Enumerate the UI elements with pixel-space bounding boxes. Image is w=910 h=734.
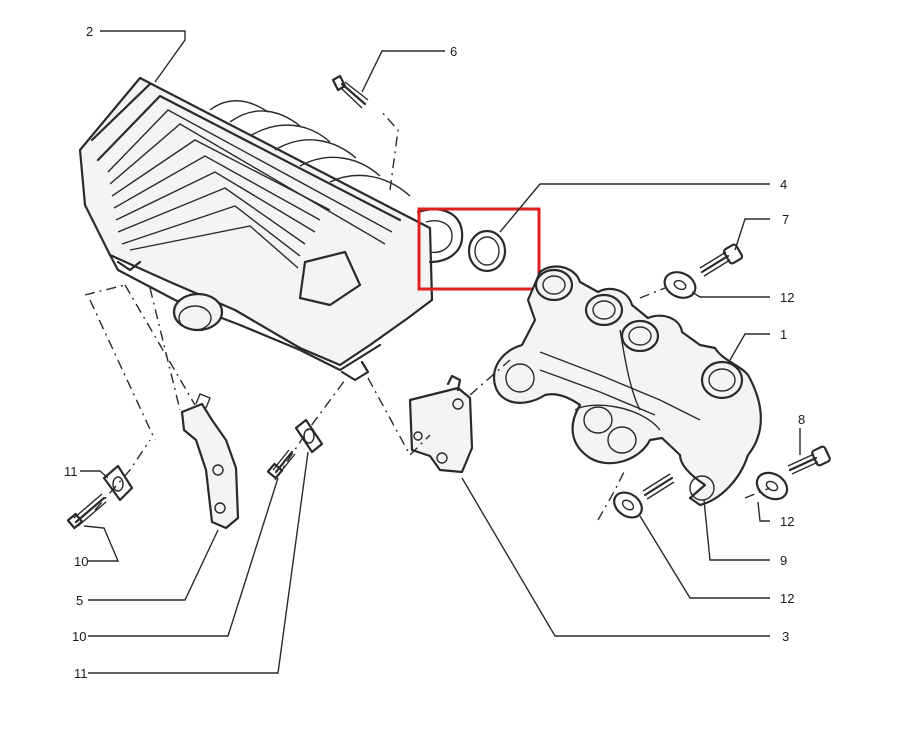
support-bracket-part-5 bbox=[180, 393, 240, 530]
bolt-part-6 bbox=[331, 74, 369, 109]
callout-10-left: 10 bbox=[74, 554, 88, 569]
bolt-bracket-lower bbox=[642, 473, 675, 500]
callout-4: 4 bbox=[780, 177, 787, 192]
washer-part-12-top bbox=[663, 271, 697, 299]
bracket-plate-part-3 bbox=[408, 374, 474, 474]
highlight-box bbox=[417, 207, 541, 291]
bolt-part-8 bbox=[787, 445, 831, 475]
callout-5: 5 bbox=[76, 593, 83, 608]
callout-11-left: 11 bbox=[64, 464, 78, 479]
washer-part-12-bottom bbox=[613, 491, 643, 519]
bolt-part-7 bbox=[699, 243, 744, 277]
assembly-axes bbox=[84, 109, 771, 521]
washer-part-11-lower bbox=[294, 418, 324, 454]
callout-6: 6 bbox=[450, 44, 457, 59]
callout-8: 8 bbox=[798, 412, 805, 427]
callout-7: 7 bbox=[782, 212, 789, 227]
callout-9: 9 bbox=[780, 553, 787, 568]
callout-12-right: 12 bbox=[780, 514, 794, 529]
callout-3: 3 bbox=[782, 629, 789, 644]
callout-11-lower: 11 bbox=[74, 666, 88, 681]
intake-plenum bbox=[78, 76, 464, 382]
gasket-ring-part-4 bbox=[467, 229, 507, 273]
bolt-part-10-left bbox=[66, 493, 107, 530]
callout-12-top: 12 bbox=[780, 290, 794, 305]
washer-part-12-right bbox=[755, 471, 789, 501]
bolt-part-10-lower bbox=[266, 449, 296, 480]
callout-labels: 2 6 4 7 12 1 8 12 9 12 3 11 10 5 10 11 bbox=[64, 24, 805, 681]
washer-part-11-left bbox=[102, 464, 134, 502]
leader-lines bbox=[80, 30, 801, 674]
lower-intake-manifold bbox=[492, 265, 762, 507]
callout-12-bottom: 12 bbox=[780, 591, 794, 606]
callout-1: 1 bbox=[780, 327, 787, 342]
callout-2: 2 bbox=[86, 24, 93, 39]
callout-10-lower: 10 bbox=[72, 629, 86, 644]
